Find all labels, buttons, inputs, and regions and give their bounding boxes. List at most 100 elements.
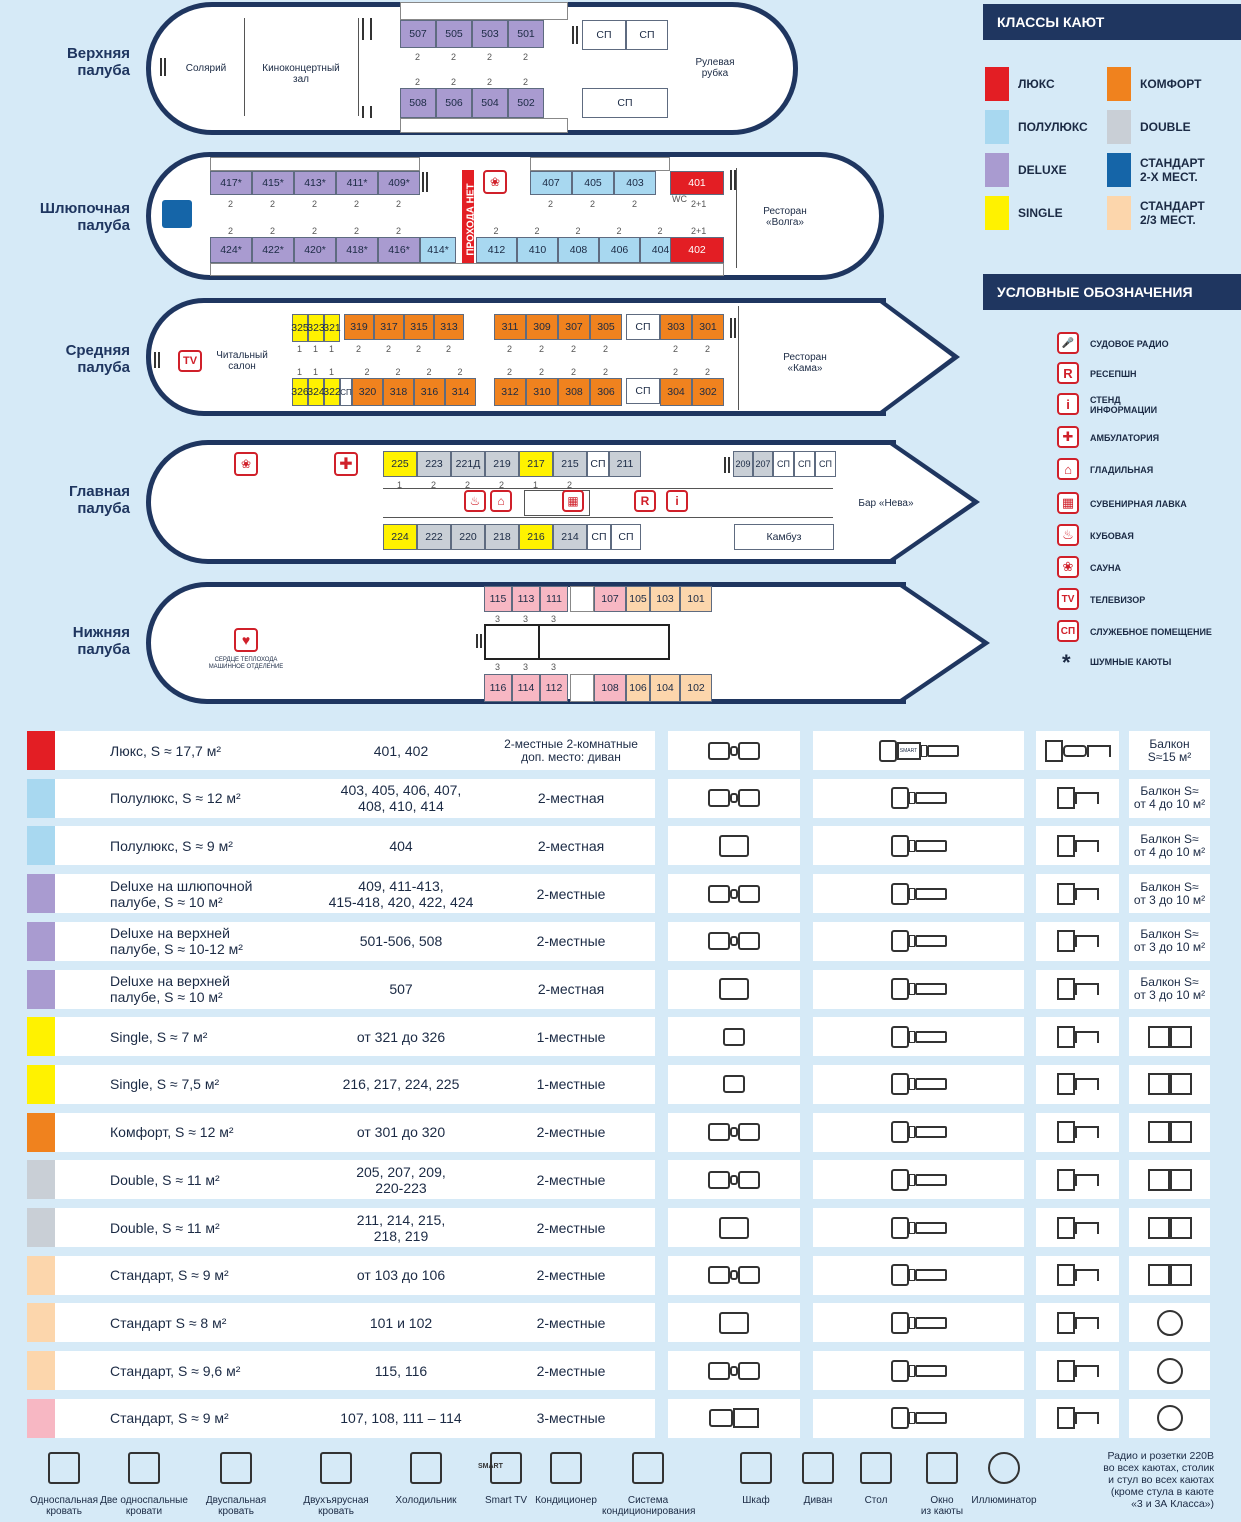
- berth-count: 2: [451, 77, 457, 87]
- cabin[interactable]: 306: [590, 378, 622, 406]
- cabin[interactable]: 403: [614, 171, 656, 195]
- cabin[interactable]: 501: [508, 20, 544, 48]
- cabin[interactable]: 325: [291, 314, 309, 342]
- cabin[interactable]: 405: [572, 171, 614, 195]
- cabin[interactable]: 218: [485, 524, 519, 550]
- cabin[interactable]: 315: [404, 314, 434, 340]
- cabin[interactable]: 416*: [378, 237, 420, 263]
- cabin[interactable]: 506: [436, 88, 472, 118]
- cabin[interactable]: 412: [476, 237, 517, 263]
- cabin[interactable]: 320: [352, 378, 383, 406]
- cabin[interactable]: 105: [626, 586, 650, 612]
- bed-icons: [668, 1303, 800, 1343]
- cabin[interactable]: 415*: [252, 171, 294, 195]
- cabin[interactable]: 424*: [210, 237, 252, 263]
- berth-count: 2: [228, 226, 234, 236]
- cabin[interactable]: 420*: [294, 237, 336, 263]
- stairs-icon: [476, 634, 482, 648]
- cabin[interactable]: 326: [291, 378, 309, 406]
- cabin[interactable]: 309: [526, 314, 558, 340]
- cabin[interactable]: 508: [400, 88, 436, 118]
- cabin[interactable]: 112: [540, 674, 568, 702]
- cabin[interactable]: 322: [323, 378, 341, 406]
- berth-count: 2: [457, 367, 463, 377]
- cabin[interactable]: 414*: [420, 237, 456, 263]
- cabin[interactable]: 502: [508, 88, 544, 118]
- cabin[interactable]: 409*: [378, 171, 420, 195]
- cabin[interactable]: 418*: [336, 237, 378, 263]
- cabin[interactable]: 318: [383, 378, 414, 406]
- iron-icon: ⌂: [1057, 458, 1079, 480]
- cabin[interactable]: 411*: [336, 171, 378, 195]
- cabin[interactable]: 103: [650, 586, 680, 612]
- cabin[interactable]: 417*: [210, 171, 252, 195]
- cabin[interactable]: 223: [417, 451, 451, 477]
- cabin[interactable]: 319: [344, 314, 374, 340]
- cabin[interactable]: 308: [558, 378, 590, 406]
- berth-count: 2: [632, 199, 638, 209]
- cabin[interactable]: 321: [323, 314, 341, 342]
- cabin[interactable]: 207: [753, 451, 773, 477]
- cabin[interactable]: 505: [436, 20, 472, 48]
- cabin[interactable]: 305: [590, 314, 622, 340]
- cabin[interactable]: 102: [680, 674, 712, 702]
- cabin[interactable]: 313: [434, 314, 464, 340]
- berth-count: 2: [446, 344, 452, 354]
- cabin[interactable]: 303: [660, 314, 692, 340]
- cabin[interactable]: 507: [400, 20, 436, 48]
- cabin[interactable]: 224: [383, 524, 417, 550]
- tech-icons: [813, 1208, 1024, 1247]
- cabin[interactable]: 116: [484, 674, 512, 702]
- cabin[interactable]: 408: [558, 237, 599, 263]
- cabin[interactable]: 316: [414, 378, 445, 406]
- cabin[interactable]: 222: [417, 524, 451, 550]
- cabin[interactable]: 211: [609, 451, 641, 477]
- cabin[interactable]: 413*: [294, 171, 336, 195]
- cabin[interactable]: 401: [670, 171, 724, 195]
- cabin[interactable]: 216: [519, 524, 553, 550]
- cabin[interactable]: 209: [733, 451, 753, 477]
- cabin[interactable]: 317: [374, 314, 404, 340]
- cabin[interactable]: 402: [670, 237, 724, 263]
- reception-icon: R: [634, 490, 656, 512]
- cabin[interactable]: 314: [445, 378, 476, 406]
- cabin[interactable]: 406: [599, 237, 640, 263]
- cabin[interactable]: 220: [451, 524, 485, 550]
- cabin[interactable]: 219: [485, 451, 519, 477]
- cabin[interactable]: 407: [530, 171, 572, 195]
- cabin[interactable]: 115: [484, 586, 512, 612]
- cabin[interactable]: 504: [472, 88, 508, 118]
- cabin[interactable]: 422*: [252, 237, 294, 263]
- cabin[interactable]: 225: [383, 451, 417, 477]
- cabin[interactable]: 101: [680, 586, 712, 612]
- cabin[interactable]: 217: [519, 451, 553, 477]
- cabin[interactable]: 311: [494, 314, 526, 340]
- cabin[interactable]: 304: [660, 378, 692, 406]
- cabin[interactable]: 214: [553, 524, 587, 550]
- symbol-label: ШУМНЫЕ КАЮТЫ: [1090, 657, 1172, 667]
- cabin[interactable]: 111: [540, 586, 568, 612]
- berth-count: 1: [533, 480, 539, 490]
- cabin[interactable]: 323: [307, 314, 325, 342]
- cabin[interactable]: 108: [594, 674, 626, 702]
- cabin[interactable]: 113: [512, 586, 540, 612]
- cabin[interactable]: 215: [553, 451, 587, 477]
- cabin[interactable]: 503: [472, 20, 508, 48]
- cabin[interactable]: 104: [650, 674, 680, 702]
- cabin[interactable]: 307: [558, 314, 590, 340]
- berth-count: 1: [397, 480, 403, 490]
- cabin[interactable]: 114: [512, 674, 540, 702]
- cabin[interactable]: 302: [692, 378, 724, 406]
- cabin[interactable]: 221Д: [451, 451, 485, 477]
- cabin[interactable]: 312: [494, 378, 526, 406]
- cabin[interactable]: 107: [594, 586, 626, 612]
- cabin[interactable]: 310: [526, 378, 558, 406]
- cabin[interactable]: 106: [626, 674, 650, 702]
- cabin[interactable]: 301: [692, 314, 724, 340]
- info-icon: i: [1057, 393, 1079, 415]
- cabin[interactable]: 410: [517, 237, 558, 263]
- cabin[interactable]: 324: [307, 378, 325, 406]
- lower-deck-bow-fill: [900, 587, 982, 699]
- class-swatch: [985, 67, 1009, 101]
